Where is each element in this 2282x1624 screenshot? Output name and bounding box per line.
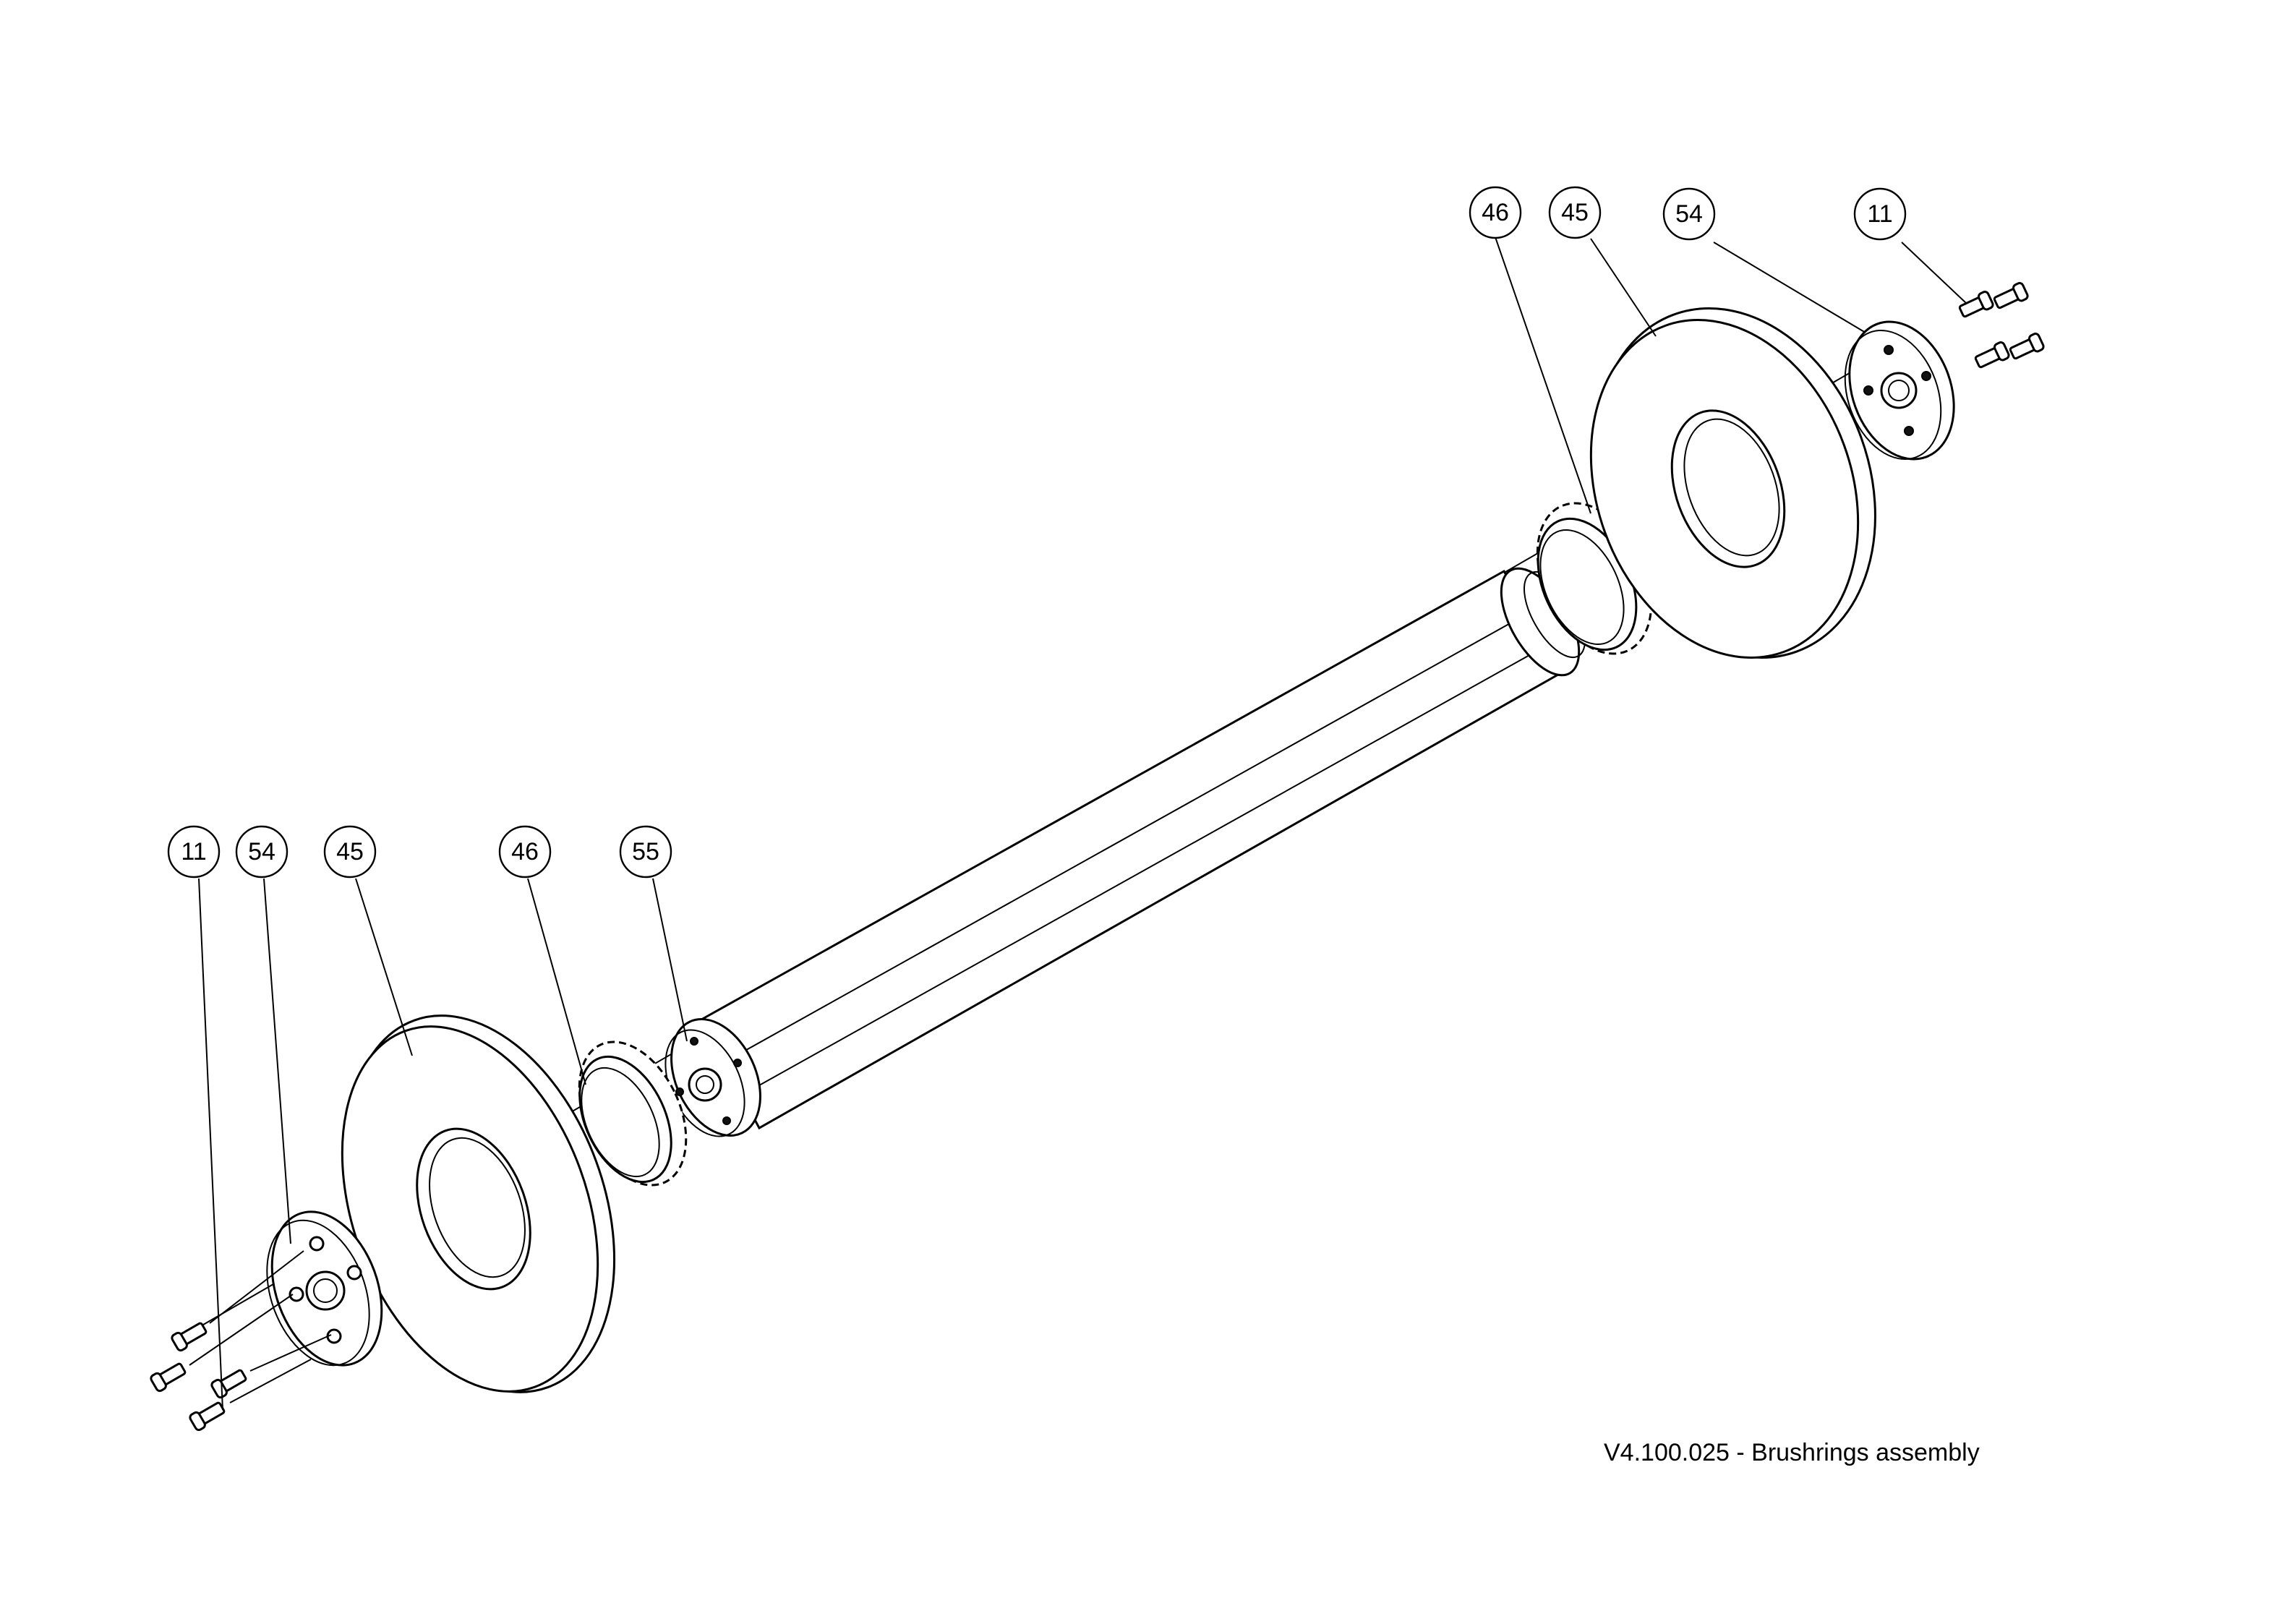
brush-disc-45-bottom — [341, 1014, 616, 1393]
balloon-46-top: 46 — [1469, 186, 1522, 239]
svg-text:11: 11 — [181, 838, 206, 866]
sprocket-ring-46-bottom — [578, 1040, 688, 1187]
balloon-11-bottom: 11 — [167, 825, 221, 879]
svg-text:45: 45 — [336, 838, 364, 866]
leader-lines — [198, 236, 1967, 1411]
screws-11-top — [1958, 282, 2045, 369]
svg-text:54: 54 — [248, 838, 275, 866]
shaft-tube — [699, 567, 1586, 1130]
balloon-11-top: 11 — [1853, 187, 1907, 241]
flange-plate-54-top — [1844, 320, 1955, 461]
svg-text:45: 45 — [1561, 199, 1589, 226]
svg-text:54: 54 — [1675, 200, 1703, 228]
end-flange-55 — [664, 1018, 761, 1137]
svg-text:11: 11 — [1867, 200, 1892, 228]
screws-11-bottom — [150, 1250, 332, 1432]
balloon-45-top: 45 — [1548, 186, 1602, 239]
balloon-54-top: 54 — [1662, 187, 1716, 241]
svg-text:46: 46 — [511, 838, 539, 866]
flange-plate-54-bottom — [266, 1210, 383, 1367]
svg-text:55: 55 — [632, 838, 659, 866]
drawing-caption: V4.100.025 - Brushrings assembly — [1604, 1439, 1980, 1466]
balloon-46-bottom: 46 — [498, 825, 552, 879]
balloon-54-bottom: 54 — [235, 825, 289, 879]
svg-text:46: 46 — [1482, 199, 1509, 226]
brush-disc-45-top — [1589, 307, 1876, 659]
balloon-55-bottom: 55 — [619, 825, 672, 879]
balloon-45-bottom: 45 — [323, 825, 377, 879]
